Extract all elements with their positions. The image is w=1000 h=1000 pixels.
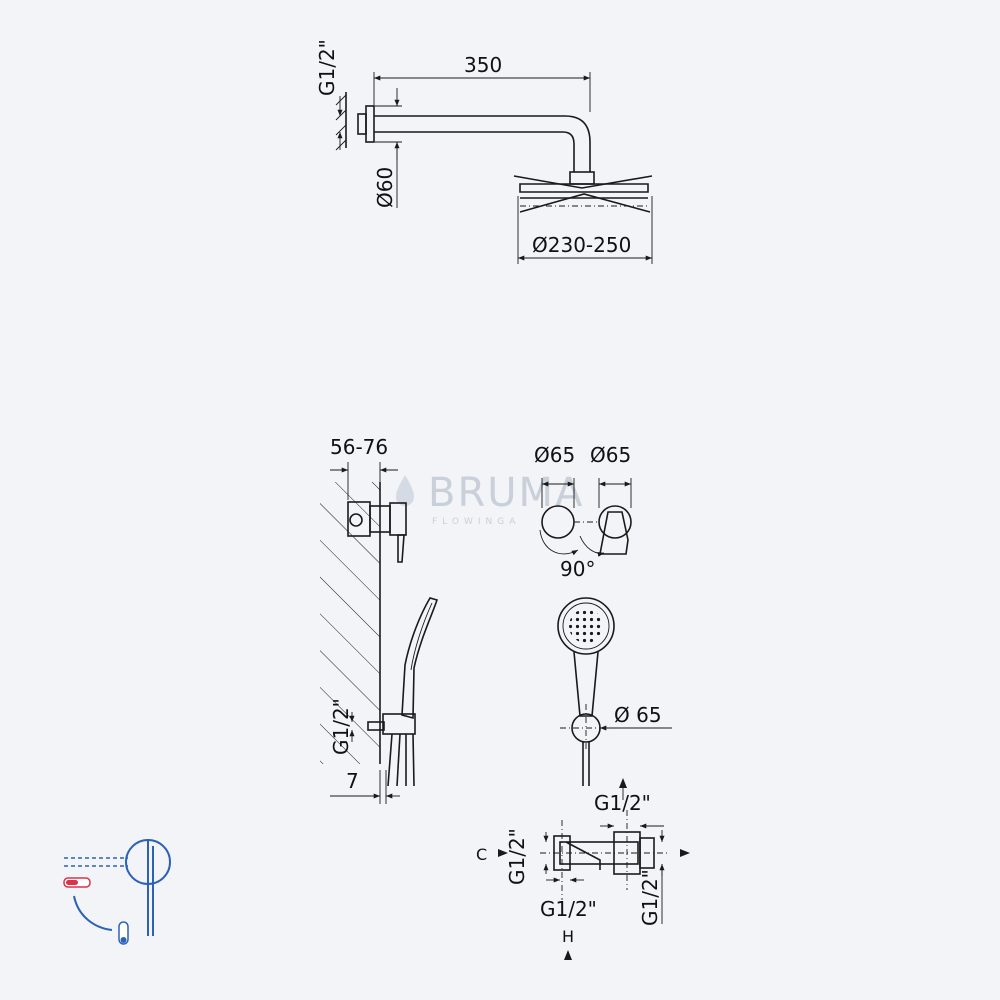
inlet-right-label: G1/2" [638, 869, 662, 926]
arrow-right-icon [498, 849, 508, 857]
inlet-hot-label: H [562, 927, 574, 946]
hand-shower-front-view: Ø 65 [557, 597, 672, 786]
inlet-top-label: G1/2" [594, 791, 651, 815]
inlet-cold-label: C [476, 845, 487, 864]
shower-head-view: 350 Ø60 G1/2" Ø230-250 [315, 39, 653, 264]
mixer-front-view: 90° Ø65 Ø65 [534, 443, 632, 581]
watermark: BRUMA FLOWINGA [396, 470, 584, 527]
inlet-bottom-label: G1/2" [540, 897, 597, 921]
flange-diameter-label: Ø60 [373, 167, 397, 208]
holder-diameter-label: Ø 65 [614, 703, 662, 727]
wall-mixer-side-view: 56-76 G1/2" 7 [320, 435, 439, 804]
watermark-tagline: FLOWINGA [432, 517, 520, 527]
valve-body-view: G1/2" C G1/2" G1/2" H G1/2" [476, 778, 690, 960]
mixer-depth-label: 56-76 [330, 435, 388, 459]
arm-length-label: 350 [464, 53, 502, 77]
single-lever-temperature-icon [63, 839, 171, 945]
arm-connection-label: G1/2" [315, 39, 339, 96]
arrow-up-icon [619, 778, 627, 788]
arrow-up-icon [564, 950, 572, 960]
outlet-offset-label: 7 [346, 769, 359, 793]
right-diameter-label: Ø65 [590, 443, 631, 467]
head-diameter-label: Ø230-250 [532, 233, 631, 257]
left-diameter-label: Ø65 [534, 443, 575, 467]
rotation-label: 90° [560, 557, 595, 581]
outlet-connection-label: G1/2" [329, 698, 353, 755]
water-drop-icon [396, 475, 414, 506]
arrow-right-icon [680, 849, 690, 857]
inlet-left-label: G1/2" [505, 828, 529, 885]
watermark-brand: BRUMA [428, 470, 584, 516]
